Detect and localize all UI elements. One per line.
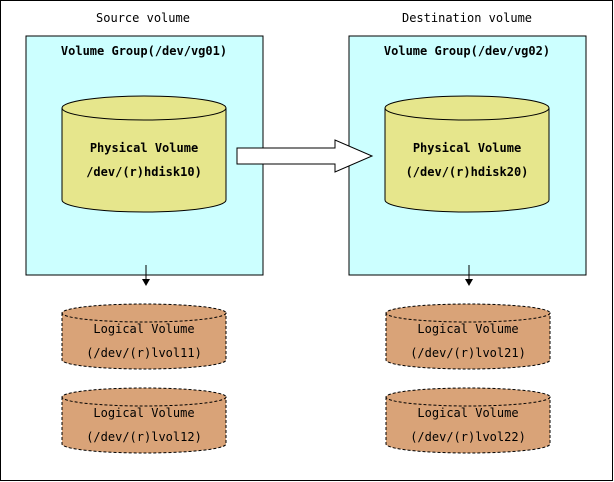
source-logical-volume-2: Logical Volume (/dev/(r)lvol12) xyxy=(61,387,227,454)
source-header: Source volume xyxy=(96,11,190,25)
source-lv2-label-line2: (/dev/(r)lvol12) xyxy=(86,430,202,444)
destination-physical-volume: Physical Volume (/dev/(r)hdisk20) xyxy=(384,95,550,213)
source-logical-volume-1: Logical Volume (/dev/(r)lvol11) xyxy=(61,303,227,370)
destination-pv-label-line1: Physical Volume xyxy=(413,141,521,155)
source-pv-top xyxy=(61,95,227,121)
destination-pv-top xyxy=(384,95,550,121)
destination-pv-label-line2: (/dev/(r)hdisk20) xyxy=(406,165,529,179)
destination-header: Destination volume xyxy=(402,11,532,25)
source-pv-label-line1: Physical Volume xyxy=(90,141,198,155)
destination-logical-volume-2: Logical Volume (/dev/(r)lvol22) xyxy=(385,387,551,454)
source-lv2-label-line1: Logical Volume xyxy=(93,406,194,420)
destination-lv1-label-line2: (/dev/(r)lvol21) xyxy=(410,346,526,360)
source-pv-label-line2: /dev/(r)hdisk10) xyxy=(86,165,202,179)
source-physical-volume: Physical Volume /dev/(r)hdisk10) xyxy=(61,95,227,213)
destination-pv-body xyxy=(384,107,550,213)
source-lv1-label-line1: Logical Volume xyxy=(93,322,194,336)
destination-lv1-label-line1: Logical Volume xyxy=(417,322,518,336)
source-volume-group-label: Volume Group(/dev/vg01) xyxy=(61,44,227,58)
destination-lv2-label-line2: (/dev/(r)lvol22) xyxy=(410,430,526,444)
destination-down-arrow xyxy=(465,265,473,286)
copy-arrow xyxy=(236,139,374,173)
source-pv-body xyxy=(61,107,227,213)
source-lv1-label-line2: (/dev/(r)lvol11) xyxy=(86,346,202,360)
destination-lv2-label-line1: Logical Volume xyxy=(417,406,518,420)
destination-volume-group-label: Volume Group(/dev/vg02) xyxy=(384,44,550,58)
destination-logical-volume-1: Logical Volume (/dev/(r)lvol21) xyxy=(385,303,551,370)
source-down-arrow xyxy=(142,265,150,286)
